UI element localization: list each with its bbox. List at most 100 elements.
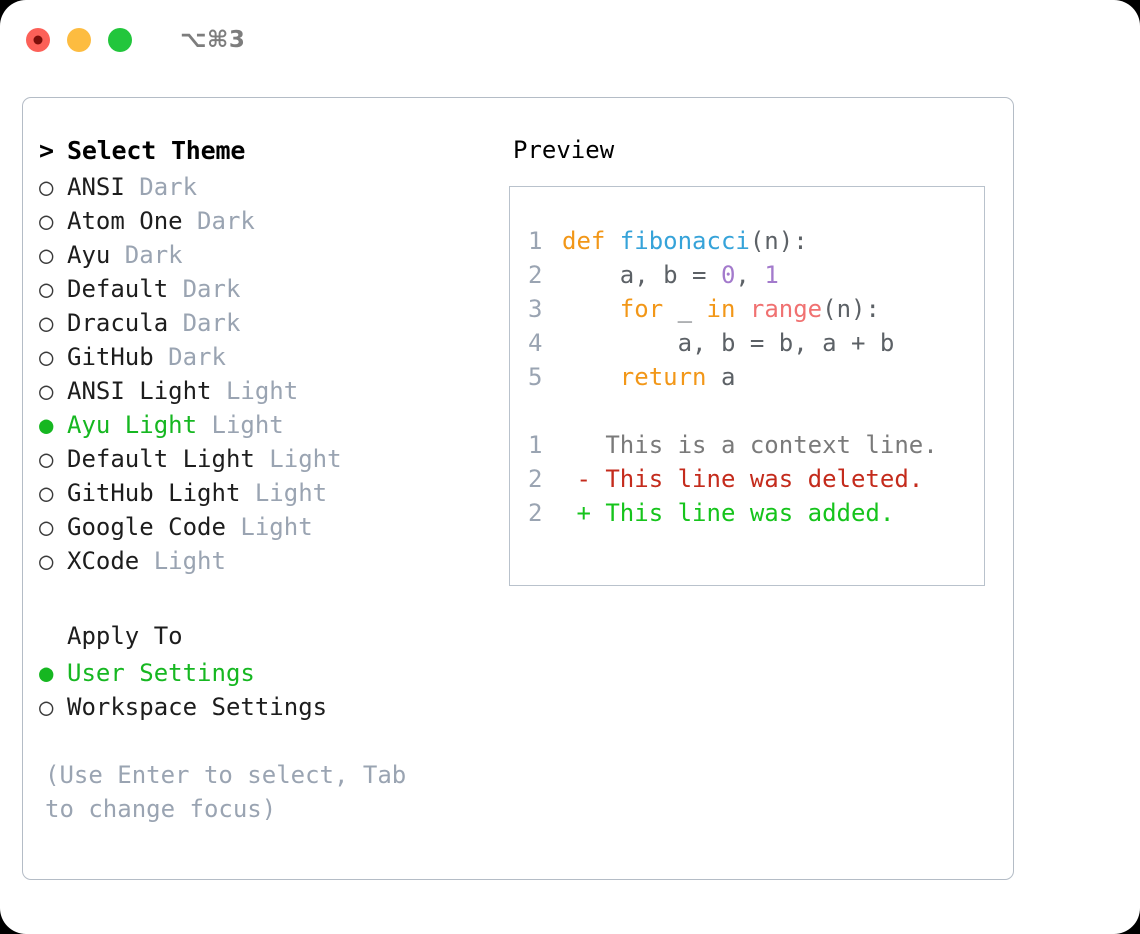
hint-spacer (39, 724, 509, 758)
code-token (562, 363, 620, 391)
theme-list-item[interactable]: ○ Google Code Light (39, 510, 509, 544)
theme-selection-panel: > Select Theme ○ANSI Dark○Atom One Dark○… (39, 136, 509, 826)
line-number: 1 (528, 227, 543, 255)
preview-title: Preview (513, 136, 615, 164)
line-number: 2 (528, 465, 543, 493)
theme-variant-label: Light (225, 513, 313, 541)
theme-variant-label: Dark (124, 173, 198, 201)
theme-name-label: Atom One (67, 207, 183, 235)
radio-unselected-icon: ○ (39, 693, 54, 721)
line-number: 5 (528, 363, 543, 391)
code-token: fibonacci (619, 227, 750, 255)
code-token: a (706, 363, 736, 391)
tui-frame: > Select Theme ○ANSI Dark○Atom One Dark○… (22, 97, 1014, 880)
theme-name-label: ANSI (67, 173, 125, 201)
theme-variant-label: Dark (110, 241, 183, 269)
theme-list-item[interactable]: ○ ANSI Light Light (39, 374, 509, 408)
apply-to-header: Apply To (39, 622, 509, 656)
radio-unselected-icon: ○ (39, 241, 54, 269)
theme-variant-label: Light (240, 479, 328, 507)
theme-list-item[interactable]: ○ GitHub Light Light (39, 476, 509, 510)
code-token: return (619, 363, 707, 391)
radio-unselected-icon: ○ (39, 445, 54, 473)
radio-unselected-icon: ○ (39, 275, 54, 303)
theme-list-item[interactable]: ○Default Light Light (39, 442, 509, 476)
code-token (562, 295, 620, 323)
theme-list-item[interactable]: ○ Ayu Dark (39, 238, 509, 272)
code-token: + This line was added. (562, 499, 895, 527)
code-token: range (749, 295, 823, 323)
line-number: 3 (528, 295, 543, 323)
theme-variant-label: Light (211, 377, 299, 405)
minimize-button[interactable] (67, 28, 91, 52)
theme-list-item[interactable]: ○ Default Dark (39, 272, 509, 306)
theme-name-label: Default (67, 275, 169, 303)
select-theme-header: > Select Theme (39, 136, 509, 170)
code-line: 3 for _ in range(n): (528, 295, 984, 329)
theme-name-label: Google Code (67, 513, 226, 541)
theme-variant-label: Dark (168, 275, 241, 303)
page-title: Select Theme (67, 136, 246, 165)
code-token: This is a context line. (562, 431, 938, 459)
theme-variant-label: Dark (153, 343, 226, 371)
maximize-button[interactable] (108, 28, 132, 52)
theme-variant-label: Light (139, 547, 226, 575)
radio-unselected-icon: ○ (39, 377, 54, 405)
title-bar: ⌥⌘3 (0, 0, 1140, 80)
theme-variant-label: Light (254, 445, 342, 473)
code-line: 2 a, b = 0, 1 (528, 261, 984, 295)
keyboard-shortcut-label: ⌥⌘3 (180, 27, 246, 53)
apply-to-option[interactable]: ○Workspace Settings (39, 690, 509, 724)
theme-list-item[interactable]: ○Dracula Dark (39, 306, 509, 340)
code-token: (n): (749, 227, 808, 255)
code-token: (n): (822, 295, 880, 323)
theme-list: ○ANSI Dark○Atom One Dark○Ayu Dark○Defaul… (39, 170, 509, 578)
code-token: 0 (720, 261, 736, 289)
code-line: 4 a, b = b, a + b (528, 329, 984, 363)
theme-name-label: GitHub Light (67, 479, 241, 507)
code-line: 5 return a (528, 363, 984, 397)
radio-unselected-icon: ○ (39, 207, 54, 235)
code-token (735, 295, 749, 323)
code-token: - This line was deleted. (562, 465, 924, 493)
radio-unselected-icon: ○ (39, 173, 54, 201)
help-hint-text: (Use Enter to select, Tab to change focu… (45, 761, 407, 823)
theme-name-label: Ayu (67, 241, 111, 269)
theme-name-label: Ayu Light (67, 411, 198, 439)
theme-list-item[interactable]: ● Ayu Light Light (39, 408, 509, 442)
radio-unselected-icon: ○ (39, 547, 54, 575)
theme-variant-label: Light (197, 411, 284, 439)
line-number: 4 (528, 329, 543, 357)
line-number: 2 (528, 499, 543, 527)
apply-to-title: Apply To (67, 622, 183, 650)
apply-to-option[interactable]: ●User Settings (39, 656, 509, 690)
radio-unselected-icon: ○ (39, 513, 54, 541)
theme-list-item[interactable]: ○GitHub Dark (39, 340, 509, 374)
close-button[interactable] (26, 28, 50, 52)
theme-name-label: ANSI Light (67, 377, 212, 405)
theme-name-label: Dracula (67, 309, 169, 337)
code-token: for (619, 295, 664, 323)
theme-list-item[interactable]: ○ ANSI Dark (39, 170, 509, 204)
radio-selected-icon: ● (39, 411, 54, 439)
code-token: 1 (764, 261, 779, 289)
code-token: , (735, 261, 765, 289)
code-token: def (562, 227, 620, 255)
theme-list-item[interactable]: ○ XCode Light (39, 544, 509, 578)
apply-to-list: ●User Settings○Workspace Settings (39, 656, 509, 724)
code-token: in (706, 295, 736, 323)
radio-unselected-icon: ○ (39, 343, 54, 371)
theme-variant-label: Dark (182, 207, 255, 235)
theme-list-item[interactable]: ○ Atom One Dark (39, 204, 509, 238)
code-token: _ (663, 295, 707, 323)
radio-unselected-icon: ○ (39, 479, 54, 507)
apply-to-option-label: User Settings (67, 659, 255, 687)
radio-unselected-icon: ○ (39, 309, 54, 337)
prompt-caret-icon: > (39, 136, 55, 165)
section-spacer (39, 578, 509, 622)
theme-name-label: XCode (67, 547, 140, 575)
